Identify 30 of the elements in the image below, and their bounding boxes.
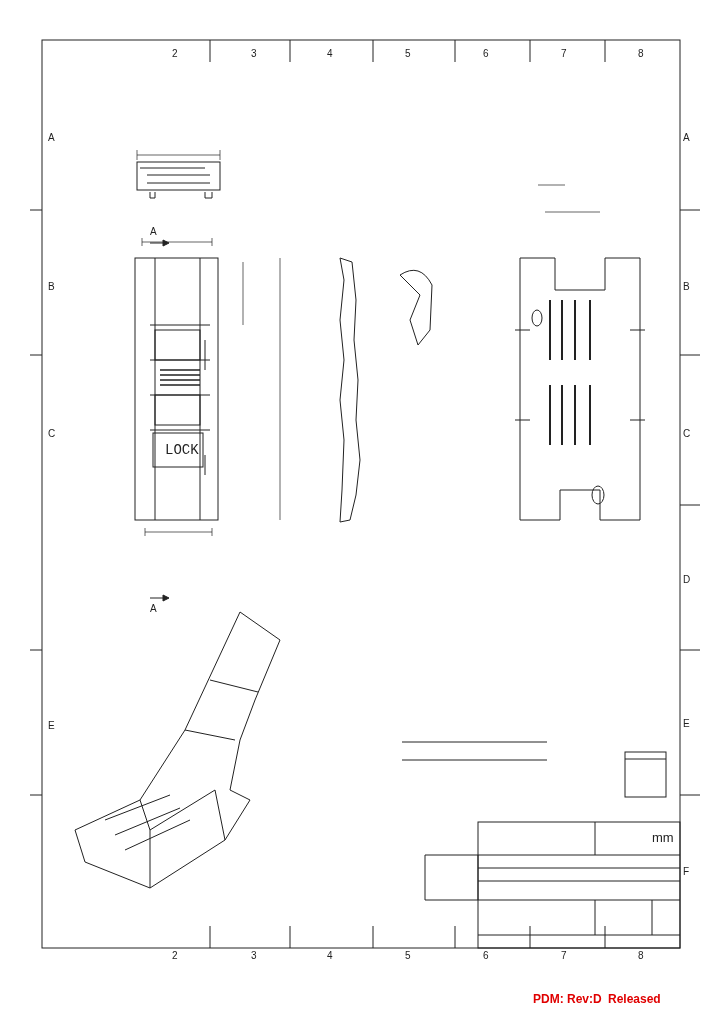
grid-zone-label: B <box>48 281 55 293</box>
grid-zone-label: 8 <box>638 950 644 962</box>
grid-zone-label: 7 <box>561 48 567 60</box>
grid-zone-label: A <box>683 132 690 144</box>
section-marker: A <box>150 226 157 238</box>
grid-zone-label: 3 <box>251 950 257 962</box>
grid-zone-label: 8 <box>638 48 644 60</box>
grid-zone-label: 6 <box>483 48 489 60</box>
grid-zone-label: 3 <box>251 48 257 60</box>
release-status: Released <box>608 993 661 1005</box>
grid-zone-label: F <box>683 866 690 878</box>
grid-zone-label: 5 <box>405 48 411 60</box>
grid-zone-label: B <box>683 281 690 293</box>
grid-zone-label: 4 <box>327 48 333 60</box>
grid-zone-label: C <box>683 428 691 440</box>
part-marking: LOCK <box>165 444 199 456</box>
grid-zone-label: 6 <box>483 950 489 962</box>
grid-zone-label: E <box>48 720 55 732</box>
grid-zone-label: 4 <box>327 950 333 962</box>
grid-zone-label: C <box>48 428 56 440</box>
section-marker: A <box>150 603 157 615</box>
grid-zone-label: E <box>683 718 690 730</box>
grid-zone-label: 5 <box>405 950 411 962</box>
grid-zone-label: D <box>683 574 691 586</box>
grid-zone-label: 2 <box>172 48 178 60</box>
revision-status: PDM: Rev:D <box>533 993 602 1005</box>
grid-zone-label: 7 <box>561 950 567 962</box>
unit-label: mm <box>652 832 674 844</box>
grid-zone-label: A <box>48 132 55 144</box>
grid-zone-label: 2 <box>172 950 178 962</box>
